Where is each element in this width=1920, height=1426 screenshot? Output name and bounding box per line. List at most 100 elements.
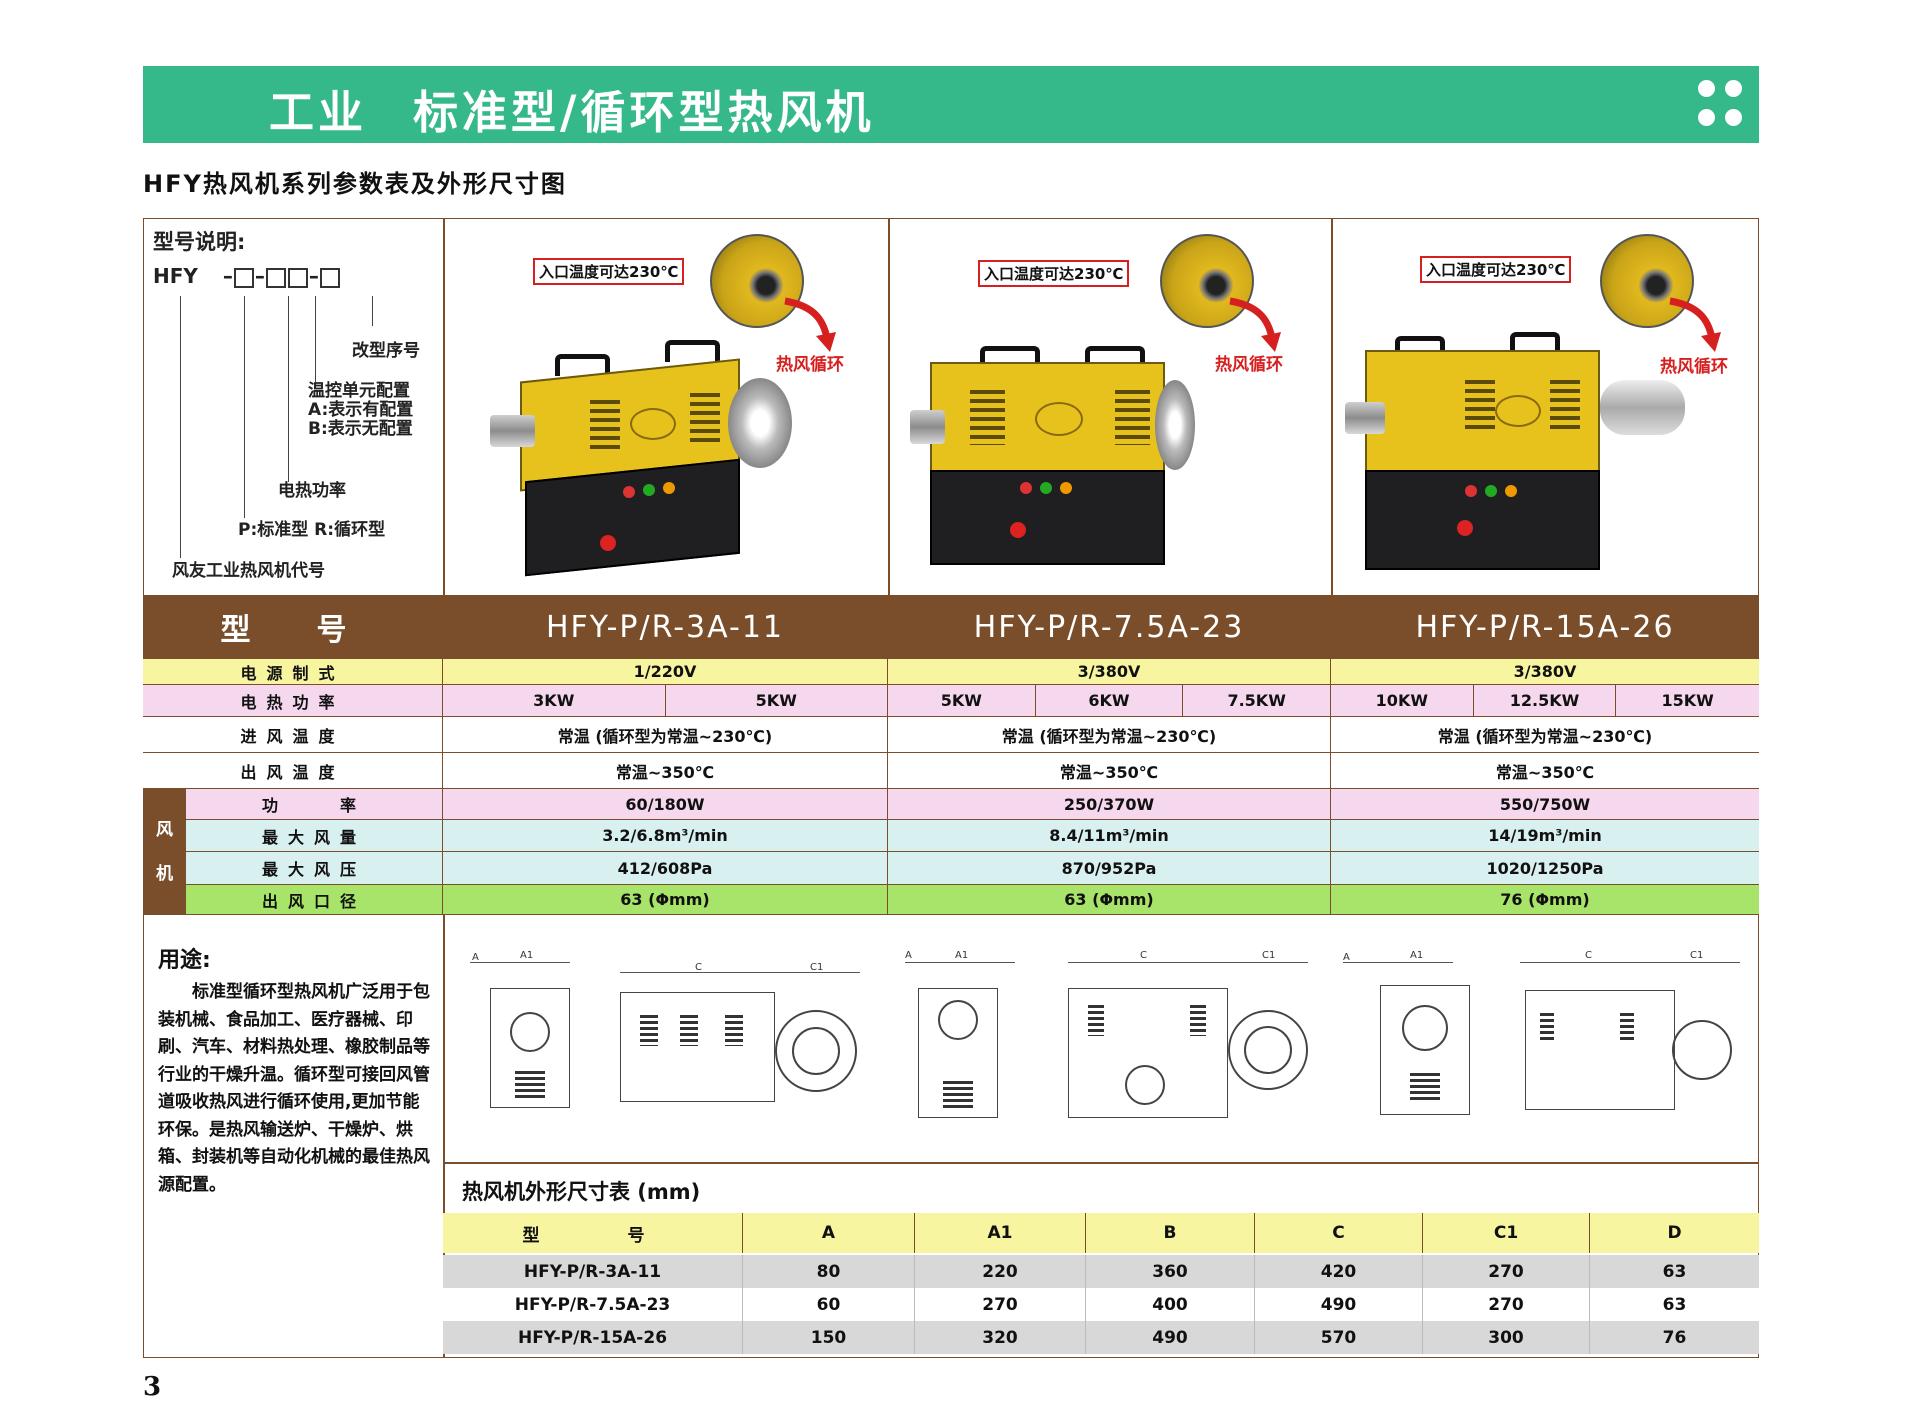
spec-value: 3/380V <box>1513 662 1577 681</box>
dim-label: A <box>1343 952 1350 963</box>
decor-dot <box>1725 80 1742 97</box>
spec-power-value: 3KW <box>443 685 666 716</box>
decor-dot <box>1725 109 1742 126</box>
outlet-pipe <box>910 410 945 444</box>
model-explain-type: P:标准型 R:循环型 <box>238 520 386 540</box>
grill <box>1088 1002 1104 1036</box>
model-explain-revision: 改型序号 <box>352 341 420 361</box>
title-part-industry: 工业 <box>269 86 368 139</box>
indicator-lamp <box>663 482 675 494</box>
temp-unit-label: 温控单元配置 <box>308 381 410 401</box>
arrow-label: 热风循环 <box>1215 355 1283 375</box>
grill <box>943 1078 973 1108</box>
outlet-pipe <box>1345 402 1385 434</box>
red-arrow-icon <box>1669 297 1721 352</box>
fan-circle <box>1228 1010 1308 1090</box>
brand-logo <box>630 408 676 440</box>
page-number: 3 <box>143 1372 162 1402</box>
spec-value: 常温 (循环型为常温~230℃) <box>888 717 1331 752</box>
fan-label-char: 风 <box>156 820 173 840</box>
spec-power-value: 5KW <box>888 685 1036 716</box>
dim-cell: 420 <box>1255 1255 1423 1288</box>
dim-label: A1 <box>955 950 969 961</box>
spec-power-value: 7.5KW <box>1183 685 1331 716</box>
spec-value: 63 (Φmm) <box>443 885 888 914</box>
emergency-stop <box>600 535 616 551</box>
usage-title: 用途: <box>158 948 211 973</box>
dim-cell: 270 <box>915 1288 1086 1321</box>
page-title: 工业标准型/循环型热风机 <box>269 76 920 141</box>
dim-cell: 60 <box>743 1288 915 1321</box>
indicator-lamp <box>1485 485 1497 497</box>
dim-cell: 63 <box>1662 1294 1687 1315</box>
spec-value: 63 (Φmm) <box>888 885 1331 914</box>
dim-cell: HFY-P/R-15A-26 <box>443 1321 743 1354</box>
dim-cell: HFY-P/R-3A-11 <box>443 1255 743 1288</box>
model-explain-brand-code: 风友工业热风机代号 <box>172 561 325 581</box>
spec-value: 常温~350℃ <box>443 753 888 788</box>
brand-logo <box>1035 402 1083 436</box>
spec-value: 常温 (循环型为常温~230℃) <box>443 717 888 752</box>
emergency-stop <box>1457 520 1473 536</box>
vents <box>1465 375 1495 430</box>
spec-value: 8.4/11m³/min <box>888 820 1331 851</box>
spec-value: 3/380V <box>888 659 1331 684</box>
frame-divider <box>888 218 890 915</box>
decor-dot <box>1698 80 1715 97</box>
dim-header-cell: B <box>1086 1213 1255 1253</box>
dim-label: A <box>905 950 912 961</box>
usage-text: 标准型循环型热风机广泛用于包装机械、食品加工、医疗器械、印刷、汽车、材料热处理、… <box>158 982 430 1195</box>
dim-header-cell: D <box>1667 1223 1682 1243</box>
side-view <box>620 992 775 1102</box>
dim-label: C <box>695 962 702 973</box>
title-part-product: 标准型/循环型热风机 <box>413 86 875 139</box>
dim-label: A1 <box>1410 950 1424 961</box>
dim-cell: 76 <box>1662 1327 1687 1348</box>
side-view <box>1525 990 1675 1110</box>
control-base <box>1365 470 1600 570</box>
emergency-stop <box>1010 522 1026 538</box>
fan-circle <box>775 1010 857 1092</box>
spec-power-value: 15KW <box>1661 691 1714 710</box>
dim-label: A1 <box>520 950 534 961</box>
dim-label: C <box>1585 950 1592 961</box>
spec-value: 1020/1250Pa <box>1486 858 1604 878</box>
temp-unit-a: A:表示有配置 <box>308 400 414 420</box>
fan-housing <box>728 378 792 468</box>
indicator-lamp <box>1505 485 1517 497</box>
model-code-pattern: HFY ––– <box>153 264 341 288</box>
spec-value: 1/220V <box>443 659 888 684</box>
indicator-lamp <box>643 484 655 496</box>
spec-row-label: 出风温度 <box>143 753 443 788</box>
zoom-inset <box>710 234 804 328</box>
handle <box>1085 346 1145 368</box>
model-explain-power: 电热功率 <box>278 481 346 501</box>
indicator-lamp <box>1060 482 1072 494</box>
model-name-15a: HFY-P/R-15A-26 <box>1415 609 1675 645</box>
spec-value: 550/750W <box>1499 794 1591 814</box>
indicator-lamp <box>1040 482 1052 494</box>
dim-cell: 300 <box>1423 1321 1590 1354</box>
dim-cell: 63 <box>1662 1261 1687 1282</box>
fan-inner <box>792 1027 840 1075</box>
spec-row-label: 功 率 <box>186 789 443 819</box>
fan-label-char: 机 <box>156 864 173 884</box>
fan-housing <box>1155 380 1195 470</box>
photo-callout: 入口温度可达230℃ <box>1420 256 1572 283</box>
photo-callout: 入口温度可达230℃ <box>533 258 685 285</box>
spec-row-label: 出风口径 <box>186 885 443 914</box>
outlet-circle <box>1402 1005 1448 1051</box>
red-arrow-icon <box>784 297 836 352</box>
dim-cell: 220 <box>915 1255 1086 1288</box>
dim-header-cell: 型 号 <box>443 1213 743 1253</box>
spec-row-label: 最大风压 <box>186 852 443 884</box>
dim-cell: HFY-P/R-7.5A-23 <box>443 1288 743 1321</box>
dim-header-cell: C <box>1255 1213 1423 1253</box>
spec-value: 常温~350℃ <box>1495 762 1595 782</box>
brand-logo <box>1495 395 1541 427</box>
